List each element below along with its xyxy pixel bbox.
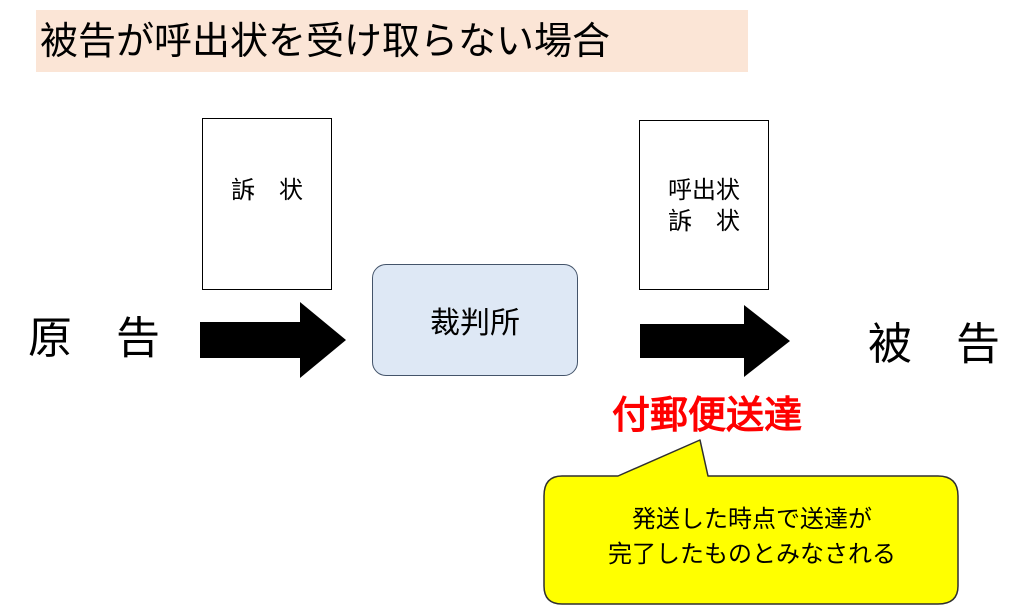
court-box: 裁判所 <box>372 264 578 376</box>
arrow-right-icon <box>200 302 346 378</box>
delivery-method-label: 付郵便送達 <box>612 393 803 437</box>
complaint-label: 訴 状 <box>668 207 740 236</box>
callout-line: 完了したものとみなされる <box>608 539 896 568</box>
court-label: 裁判所 <box>430 306 520 341</box>
callout-text: 発送した時点で送達が 完了したものとみなされる <box>546 502 958 572</box>
plaintiff-label: 原 告 <box>28 313 160 364</box>
complaint-document-label: 訴 状 <box>231 176 303 204</box>
callout-line: 発送した時点で送達が <box>632 505 872 533</box>
summons-label: 呼出状 <box>668 176 740 204</box>
arrow-right-icon <box>640 305 790 377</box>
title-banner: 被告が呼出状を受け取らない場合 <box>36 10 748 72</box>
complaint-document: 訴 状 <box>202 118 332 290</box>
speech-bubble <box>543 439 959 605</box>
page-title: 被告が呼出状を受け取らない場合 <box>40 19 611 63</box>
defendant-label: 被 告 <box>868 319 1000 370</box>
summons-document: 呼出状 訴 状 <box>639 120 769 290</box>
